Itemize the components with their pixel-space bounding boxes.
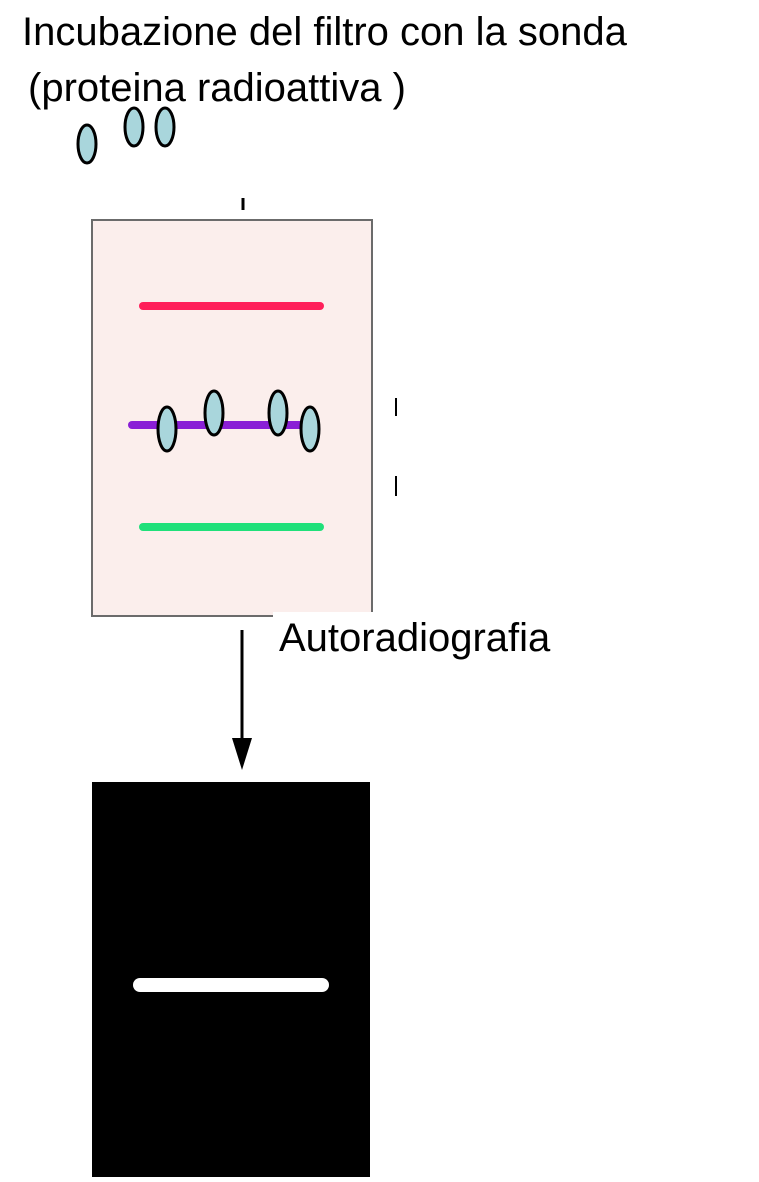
probe-icon [269,391,287,435]
probe-icon [125,108,143,146]
probe-icon [78,125,96,163]
step-label-autoradiografia: Autoradiografia [273,612,556,664]
probe-icon [301,407,319,451]
filter-membrane [92,220,372,616]
probe-icon [158,407,176,451]
probe-icon [156,108,174,146]
free-probes [78,108,174,163]
probe-icon [205,391,223,435]
down-arrow [232,630,252,770]
